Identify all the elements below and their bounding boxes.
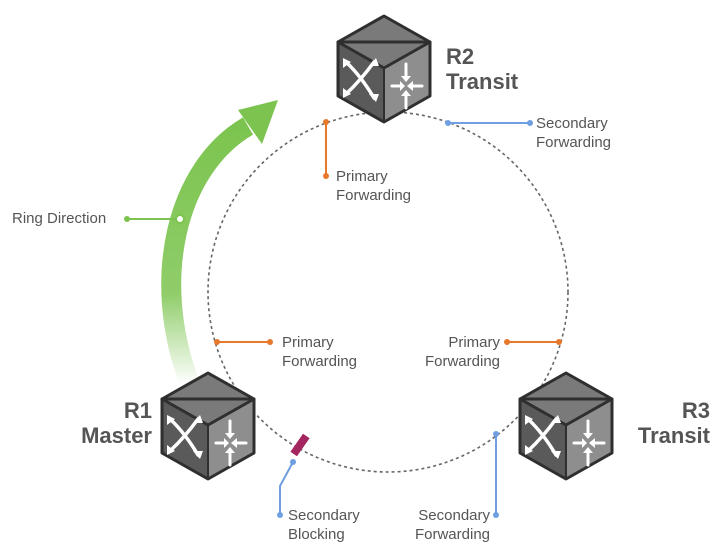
r3-role: Transit — [637, 423, 710, 448]
blocked-port-icon — [290, 433, 310, 457]
ring-path — [207, 111, 569, 473]
r1-secondary-label: Secondary Blocking — [288, 506, 360, 544]
r3-primary-line2: Forwarding — [424, 353, 500, 370]
r1-primary-label: Primary Forwarding — [282, 333, 357, 371]
r1-secondary-port-marker — [277, 459, 296, 518]
r2-secondary-line2: Forwarding — [536, 134, 612, 151]
r2-node-label: R2 Transit — [446, 44, 518, 94]
ring-direction-label: Ring Direction — [12, 210, 107, 227]
r1-name: R1 — [123, 398, 152, 423]
r1-switch-icon — [160, 371, 256, 481]
r1-secondary-line2: Blocking — [288, 526, 345, 543]
r3-switch-icon — [518, 371, 614, 481]
r1-primary-line1: Primary — [282, 334, 334, 351]
ring-direction-dot — [124, 216, 130, 222]
r2-secondary-line1: Secondary — [536, 115, 608, 132]
r2-primary-line1: Primary — [336, 168, 388, 185]
r3-secondary-line1: Secondary — [418, 507, 490, 524]
r3-secondary-label: Secondary Forwarding — [386, 506, 490, 544]
r1-node-label: R1 Master — [60, 398, 152, 448]
ring-direction-arrow — [161, 100, 278, 388]
r3-primary-port-marker — [504, 339, 562, 345]
ring-direction-anchor — [175, 214, 185, 224]
r3-primary-line1: Primary — [448, 334, 500, 351]
r1-secondary-line1: Secondary — [288, 507, 360, 524]
r2-name: R2 — [446, 44, 475, 69]
r3-node-label: R3 Transit — [612, 398, 710, 448]
r2-role: Transit — [446, 69, 519, 94]
r1-primary-line2: Forwarding — [282, 353, 358, 370]
r2-secondary-label: Secondary Forwarding — [536, 114, 611, 152]
r3-secondary-line2: Forwarding — [414, 526, 490, 543]
r3-primary-label: Primary Forwarding — [400, 333, 500, 371]
r2-primary-port-marker — [323, 119, 329, 179]
r2-primary-label: Primary Forwarding — [336, 167, 411, 205]
r1-role: Master — [81, 423, 152, 448]
r3-name: R3 — [681, 398, 710, 423]
r1-primary-port-marker — [214, 339, 273, 345]
r2-switch-icon — [336, 14, 432, 124]
r2-secondary-port-marker — [445, 120, 533, 126]
r3-secondary-port-marker — [493, 431, 499, 518]
r2-primary-line2: Forwarding — [336, 187, 412, 204]
